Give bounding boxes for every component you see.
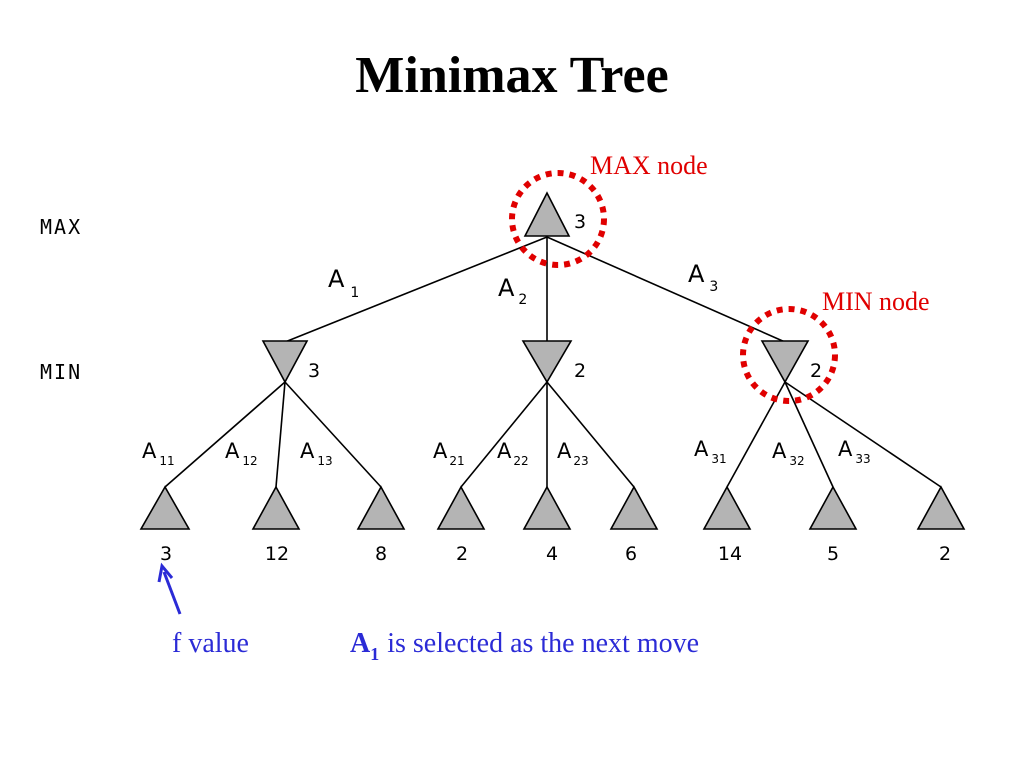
leaf-node-2	[251, 485, 301, 530]
edge-a23	[546, 381, 635, 488]
leaf-node-4	[436, 485, 486, 530]
leaf-value-3: 8	[375, 543, 387, 565]
f-value-arrow-head	[157, 562, 174, 583]
min-node-value-1: 3	[308, 360, 320, 382]
leaf-nodes	[139, 485, 966, 530]
leaf-node-6	[609, 485, 659, 530]
leaf-node-8	[808, 485, 858, 530]
min-node-1	[261, 340, 309, 384]
edge-a1	[284, 236, 548, 343]
leaf-node-3	[356, 485, 406, 530]
slide-title: Minimax Tree	[355, 47, 669, 104]
leaf-value-5: 4	[546, 543, 558, 565]
max-node-highlight-circle	[509, 170, 607, 268]
leaf-value-1: 3	[160, 543, 172, 565]
leaf-value-9: 2	[939, 543, 951, 565]
edge-a12	[275, 381, 286, 488]
edge-a3	[546, 236, 786, 343]
min-node-value-3: 2	[810, 360, 822, 382]
leaf-value-4: 2	[456, 543, 468, 565]
leaf-node-1	[139, 485, 191, 530]
max-node-root	[523, 191, 571, 237]
min-node-3	[760, 340, 810, 384]
edge-a32	[784, 381, 834, 488]
min-node-callout: MIN node	[822, 287, 930, 316]
leaf-value-6: 6	[625, 543, 637, 565]
max-level-label: MAX	[40, 215, 82, 239]
max-node-value: 3	[574, 211, 586, 233]
leaf-node-5	[522, 485, 572, 530]
edge-a21	[460, 381, 548, 488]
leaf-node-7	[702, 485, 752, 530]
leaf-value-2: 12	[265, 543, 289, 565]
leaf-value-8: 5	[827, 543, 839, 565]
min-node-value-2: 2	[574, 360, 586, 382]
edge-a13	[284, 381, 382, 488]
f-value-caption: f value	[172, 628, 249, 659]
min-level-label: MIN	[40, 360, 82, 384]
edge-a11	[164, 381, 286, 488]
min-node-2	[521, 340, 573, 384]
leaf-node-9	[916, 485, 966, 530]
leaf-value-7: 14	[718, 543, 742, 565]
f-value-arrow	[162, 571, 182, 615]
leaf-edges	[164, 381, 942, 488]
edge-a33	[784, 381, 942, 488]
min-node-highlight-circle	[740, 306, 838, 404]
max-node-callout: MAX node	[590, 151, 708, 180]
